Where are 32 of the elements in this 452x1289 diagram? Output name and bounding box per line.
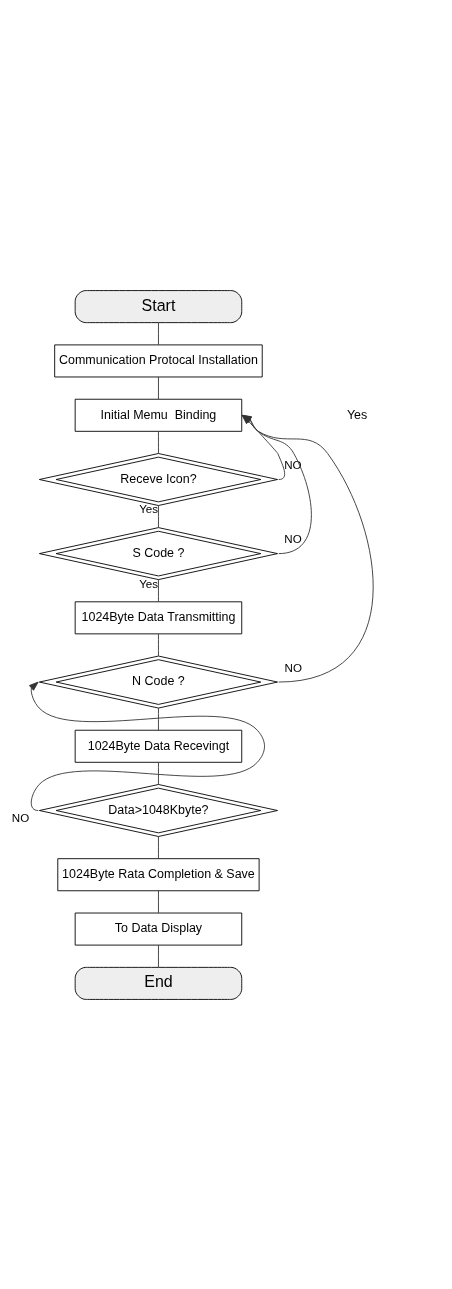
connector (158, 633, 159, 656)
node-diamond: S Code ? (38, 526, 278, 580)
node-box: 1024Byte Data Transmitting (74, 600, 243, 634)
connector (158, 889, 159, 913)
arrow (29, 681, 265, 811)
node-box: To Data Display (74, 912, 243, 946)
connector (158, 944, 159, 968)
connector (158, 707, 159, 730)
connector (158, 578, 159, 602)
node-box: Communication Protocal Installation (54, 343, 263, 377)
edge-label: NO (11, 811, 30, 824)
node-box: 1024Byte Data Recevingt (74, 729, 243, 763)
node-box: Start (74, 289, 243, 323)
connector (158, 835, 159, 859)
edge-label: Yes (139, 577, 159, 590)
arrow (241, 414, 312, 554)
edge-label: NO (284, 661, 302, 674)
label: Yes (346, 407, 368, 422)
connector (158, 504, 159, 528)
connector (158, 430, 159, 454)
edge-label: NO (284, 458, 302, 471)
node-box: Initial Memu Binding (74, 398, 243, 432)
node-diamond: Data>1048Kbyte? (38, 783, 278, 837)
connector (158, 376, 159, 399)
arrow (241, 414, 286, 480)
node-diamond: Receve Icon? (38, 452, 278, 506)
connector (158, 321, 159, 345)
connector (158, 761, 159, 785)
edge-label: NO (284, 532, 302, 545)
node-box: 1024Byte Rata Completion & Save (57, 857, 260, 891)
arrow (241, 414, 374, 682)
node-box: End (74, 966, 243, 1000)
